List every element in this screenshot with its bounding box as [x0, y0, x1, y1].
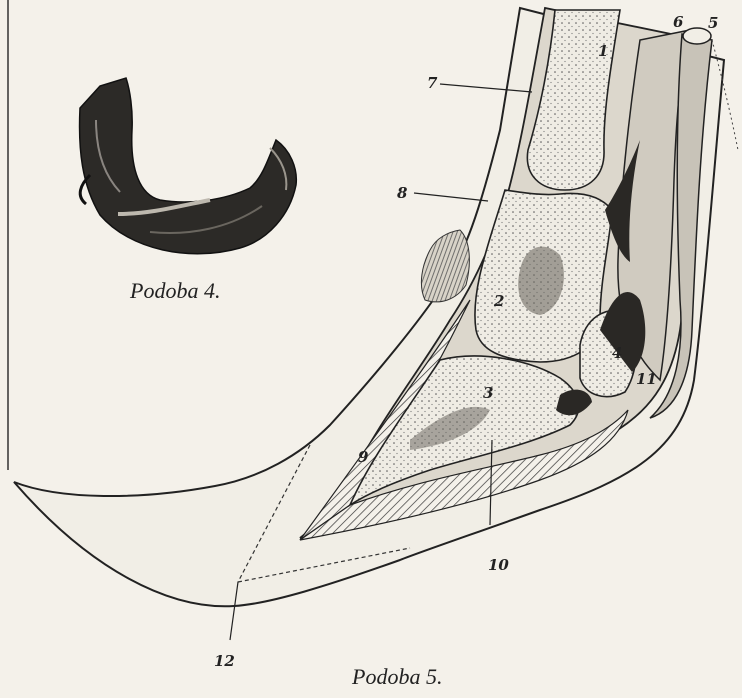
tendon-end [683, 28, 711, 44]
label-6: 6 [673, 13, 684, 31]
label-9: 9 [358, 448, 369, 466]
figure-4-caption: Podoba 4. [130, 278, 220, 304]
label-10: 10 [488, 556, 509, 574]
label-5: 5 [708, 14, 718, 32]
label-3: 3 [483, 384, 493, 402]
figure-5-caption: Podoba 5. [352, 664, 442, 690]
label-4: 4 [612, 344, 622, 362]
label-8: 8 [397, 184, 408, 202]
label-12: 12 [214, 652, 235, 670]
label-7: 7 [427, 74, 438, 92]
claw-drawing [80, 78, 297, 254]
label-1: 1 [598, 42, 608, 60]
label-11: 11 [636, 370, 657, 388]
label-2: 2 [493, 292, 504, 310]
